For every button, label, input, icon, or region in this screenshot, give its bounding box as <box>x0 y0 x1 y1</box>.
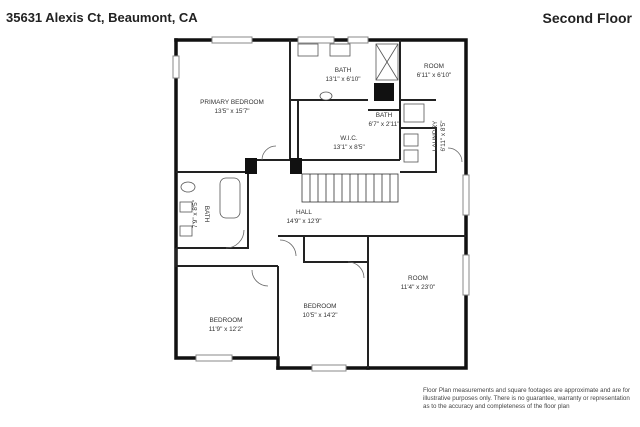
room-name-hall: HALL <box>296 209 312 216</box>
room-dims-hall: 14'9" x 12'9" <box>286 218 321 225</box>
room-dims-bath-small: 6'7" x 2'11" <box>368 121 399 128</box>
room-dims-bed-mid: 10'5" x 14'2" <box>302 312 337 319</box>
room-name-bed-left: BEDROOM <box>209 317 242 324</box>
room-dims-bath-top: 13'1" x 6'10" <box>325 76 360 83</box>
room-dims-room-big: 11'4" x 23'0" <box>401 284 436 291</box>
room-name-room-top: ROOM <box>424 63 444 70</box>
room-dims-bath-left: 7'9" x 8'5" <box>192 200 199 228</box>
stairs <box>301 173 399 203</box>
room-name-wic: W.I.C. <box>340 135 358 142</box>
floor-title: Second Floor <box>542 10 632 26</box>
fixtures <box>179 43 425 237</box>
room-dims-room-top: 6'11" x 6'10" <box>417 72 452 79</box>
room-name-laundry: LAUNDRY <box>432 120 439 151</box>
room-labels: PRIMARY BEDROOM 13'5" x 15'7" BATH 13'1"… <box>192 63 451 333</box>
disclaimer-note: Floor Plan measurements and square foota… <box>423 387 631 410</box>
room-dims-bed-left: 11'9" x 12'2" <box>209 326 244 333</box>
interior-walls <box>175 40 466 368</box>
address-title: 35631 Alexis Ct, Beaumont, CA <box>6 10 198 25</box>
windows <box>172 36 470 372</box>
room-name-bath-left: BATH <box>203 206 210 223</box>
room-name-bed-mid: BEDROOM <box>303 303 336 310</box>
column-blocks <box>245 83 394 174</box>
room-dims-primary: 13'5" x 15'7" <box>214 108 249 115</box>
room-dims-laundry: 6'11" x 8'5" <box>440 120 447 151</box>
doors <box>225 145 463 287</box>
room-name-primary: PRIMARY BEDROOM <box>200 99 264 106</box>
room-dims-wic: 13'1" x 8'5" <box>333 144 365 151</box>
room-name-room-big: ROOM <box>408 275 428 282</box>
room-name-bath-top: BATH <box>335 67 352 74</box>
room-name-bath-small: BATH <box>376 112 393 119</box>
